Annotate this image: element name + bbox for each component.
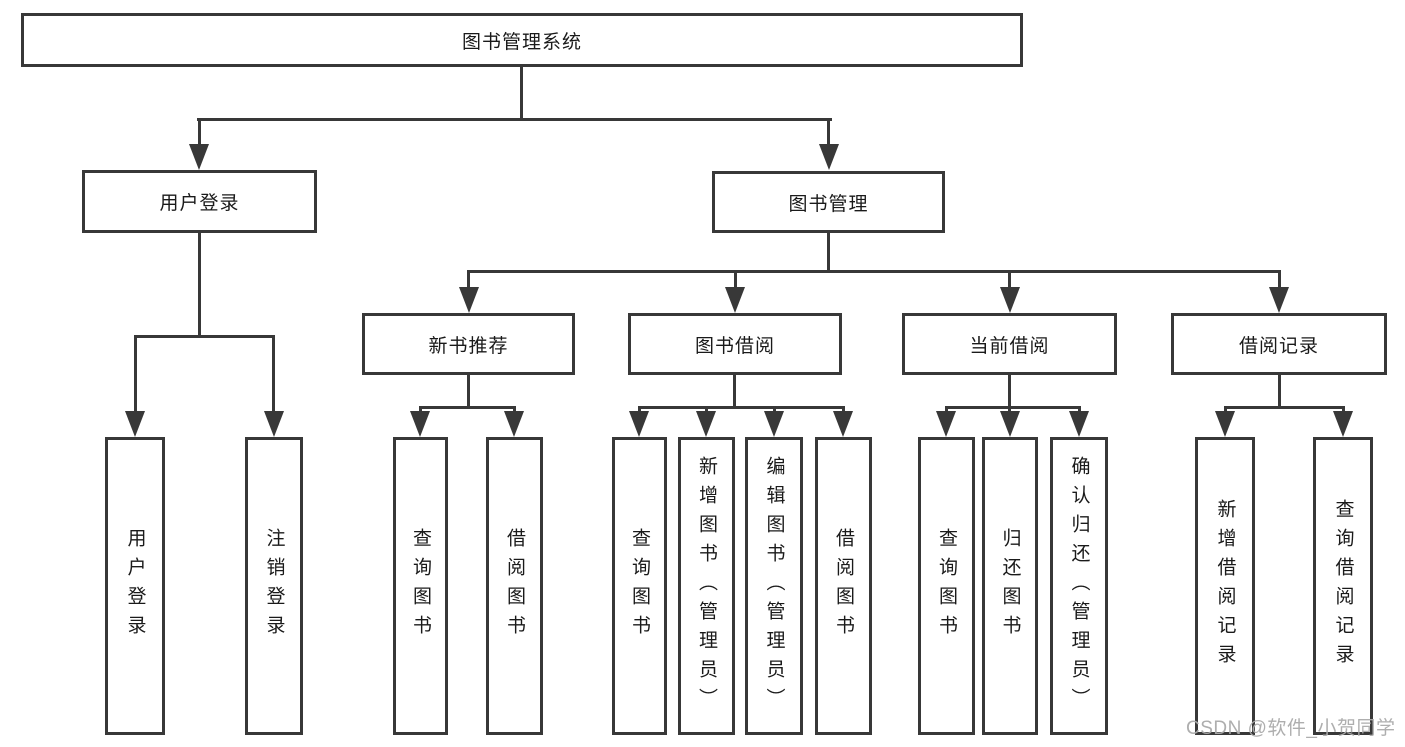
leaf-add-borrow-record: 新增借阅记录	[1195, 437, 1255, 735]
arrowhead-icon	[410, 411, 430, 437]
arrowhead-icon	[1000, 287, 1020, 313]
arrowhead-icon	[764, 411, 784, 437]
leaf-label: 查询图书	[936, 528, 957, 644]
connector-line	[467, 375, 470, 409]
leaf-label: 注销登录	[263, 528, 285, 644]
connector-line	[1008, 270, 1011, 289]
leaf-label: 查询图书	[629, 528, 650, 644]
csdn-watermark: CSDN @软件_小贺同学	[1186, 718, 1396, 739]
connector-line	[513, 406, 516, 414]
connector-line	[272, 335, 275, 413]
arrowhead-icon	[189, 144, 209, 170]
connector-line	[1008, 375, 1011, 409]
leaf-query-borrow-record: 查询借阅记录	[1313, 437, 1373, 735]
leaf-label: 新增图书（管理员）	[696, 455, 717, 717]
leaf-logout: 注销登录	[245, 437, 303, 735]
leaf-query-books-borrow: 查询图书	[612, 437, 667, 735]
leaf-label: 查询借阅记录	[1332, 499, 1354, 673]
node-current-borrow: 当前借阅	[902, 313, 1117, 375]
leaf-borrow-books: 借阅图书	[815, 437, 872, 735]
node-label: 图书借阅	[694, 335, 775, 357]
arrowhead-icon	[1069, 411, 1089, 437]
leaf-label: 查询图书	[410, 528, 431, 644]
connector-line	[134, 335, 275, 338]
connector-line	[197, 118, 832, 121]
leaf-confirm-return-admin: 确认归还（管理员）	[1050, 437, 1108, 735]
connector-line	[638, 406, 845, 409]
connector-line	[1224, 406, 1344, 409]
connector-line	[198, 118, 201, 148]
connector-line	[945, 406, 948, 414]
node-label: 借阅记录	[1238, 335, 1319, 357]
leaf-label: 借阅图书	[833, 528, 854, 644]
connector-line	[705, 406, 708, 414]
node-label: 新书推荐	[428, 335, 509, 357]
leaf-label: 确认归还（管理员）	[1068, 455, 1090, 717]
leaf-user-login: 用户登录	[105, 437, 165, 735]
connector-line	[733, 375, 736, 409]
connector-line	[827, 118, 830, 148]
connector-line	[467, 270, 470, 289]
connector-line	[638, 406, 641, 414]
leaf-borrow-books-recommend: 借阅图书	[486, 437, 543, 735]
connector-line	[773, 406, 776, 414]
connector-line	[467, 270, 1281, 273]
connector-line	[1278, 375, 1281, 409]
connector-line	[842, 406, 845, 414]
connector-line	[419, 406, 516, 409]
leaf-query-books-recommend: 查询图书	[393, 437, 448, 735]
connector-line	[134, 335, 137, 413]
leaf-label: 新增借阅记录	[1214, 499, 1236, 673]
connector-line	[520, 67, 523, 121]
node-user-login-label: 用户登录	[159, 193, 240, 214]
leaf-label: 用户登录	[124, 528, 146, 644]
connector-line	[198, 233, 201, 335]
node-book-borrow: 图书借阅	[628, 313, 842, 375]
arrowhead-icon	[1333, 411, 1353, 437]
connector-line	[419, 406, 422, 414]
leaf-label: 借阅图书	[504, 528, 525, 644]
node-book-management-label: 图书管理	[788, 193, 869, 215]
connector-line	[1278, 270, 1281, 289]
connector-line	[1342, 406, 1345, 414]
arrowhead-icon	[459, 287, 479, 313]
leaf-label: 归还图书	[999, 528, 1021, 644]
arrowhead-icon	[264, 411, 284, 437]
connector-line	[1008, 406, 1011, 414]
connector-line	[827, 233, 830, 273]
node-label: 当前借阅	[969, 335, 1050, 357]
node-root-system: 图书管理系统	[21, 13, 1023, 67]
arrowhead-icon	[1269, 287, 1289, 313]
arrowhead-icon	[1215, 411, 1235, 437]
leaf-query-books-current: 查询图书	[918, 437, 975, 735]
arrowhead-icon	[504, 411, 524, 437]
leaf-return-book: 归还图书	[982, 437, 1038, 735]
arrowhead-icon	[629, 411, 649, 437]
leaf-edit-book-admin: 编辑图书（管理员）	[745, 437, 803, 735]
leaf-add-book-admin: 新增图书（管理员）	[678, 437, 735, 735]
connector-line	[734, 270, 737, 289]
arrowhead-icon	[833, 411, 853, 437]
arrowhead-icon	[819, 144, 839, 170]
arrowhead-icon	[936, 411, 956, 437]
arrowhead-icon	[125, 411, 145, 437]
arrowhead-icon	[696, 411, 716, 437]
node-book-management: 图书管理	[712, 171, 945, 233]
connector-line	[1078, 406, 1081, 414]
node-new-book-recommend: 新书推荐	[362, 313, 575, 375]
leaf-label: 编辑图书（管理员）	[763, 455, 785, 717]
connector-line	[1224, 406, 1227, 414]
connector-line	[945, 406, 1081, 409]
node-borrow-records: 借阅记录	[1171, 313, 1387, 375]
node-root-label: 图书管理系统	[461, 31, 582, 53]
arrowhead-icon	[725, 287, 745, 313]
node-user-login: 用户登录	[82, 170, 317, 233]
arrowhead-icon	[1000, 411, 1020, 437]
